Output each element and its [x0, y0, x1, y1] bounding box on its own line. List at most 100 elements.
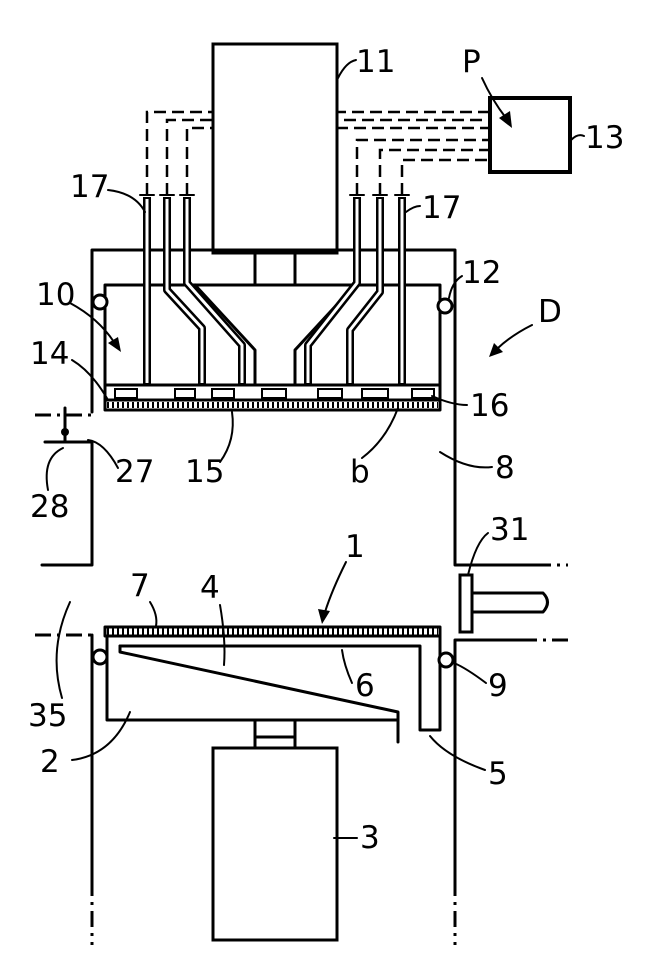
leader-7 — [149, 601, 158, 627]
reference-labels: 11 P 13 17 17 12 10 D 14 16 15 b 8 27 28… — [28, 44, 624, 856]
upper-plate — [103, 398, 442, 412]
upper-unit-box — [211, 42, 339, 255]
gas-line-4 — [355, 138, 490, 195]
leader-6 — [341, 649, 353, 684]
leader-D — [497, 324, 533, 349]
gas-line-2 — [165, 118, 490, 195]
leader-15 — [219, 411, 234, 463]
gas-lines — [145, 110, 490, 195]
cell-3 — [211, 388, 235, 399]
label-7: 7 — [130, 568, 150, 604]
leader-12 — [448, 275, 463, 299]
leader-1 — [324, 561, 347, 613]
label-17-right: 17 — [422, 190, 461, 226]
pipe-c-bore — [185, 199, 244, 383]
label-28: 28 — [30, 489, 69, 525]
base-unit — [211, 718, 339, 942]
label-12: 12 — [462, 255, 501, 291]
holder-body — [105, 634, 400, 722]
arrow-10 — [108, 337, 121, 352]
gas-line-3 — [185, 126, 490, 195]
holder-inner-top — [118, 634, 442, 732]
leader-14 — [71, 359, 109, 401]
label-5: 5 — [488, 756, 508, 792]
leader-4 — [219, 604, 226, 666]
o-ring-upper-right — [436, 297, 454, 315]
leader-17-right — [405, 205, 421, 213]
arrow-P — [499, 111, 512, 128]
label-14: 14 — [30, 336, 69, 372]
pipe-b-bore — [165, 199, 204, 383]
leader-5 — [429, 735, 486, 771]
leader-28 — [45, 447, 64, 491]
label-16: 16 — [470, 388, 509, 424]
lower-holder — [91, 625, 455, 744]
leader-13 — [570, 134, 585, 141]
pipe-e-bore — [348, 199, 382, 383]
pipe-d-bore — [306, 199, 359, 383]
label-6: 6 — [355, 668, 375, 704]
label-8: 8 — [495, 450, 515, 486]
side-port-flange — [458, 573, 474, 634]
lower-right-wall — [453, 638, 532, 882]
upper-plate-outline — [103, 398, 442, 412]
gas-line-5 — [378, 148, 490, 195]
upper-electrode — [91, 251, 454, 402]
cell-2 — [174, 388, 196, 399]
label-P: P — [462, 44, 481, 80]
label-35: 35 — [28, 698, 67, 734]
cell-6 — [361, 388, 389, 399]
label-11: 11 — [356, 44, 395, 80]
supply-box — [488, 96, 572, 174]
leader-27 — [87, 439, 119, 469]
o-ring-lower-right — [437, 651, 455, 669]
label-3: 3 — [360, 820, 380, 856]
lower-plate-outline — [103, 625, 442, 638]
label-4: 4 — [200, 570, 220, 606]
label-27: 27 — [115, 454, 154, 490]
cell-4 — [261, 388, 287, 399]
base-box — [211, 746, 339, 942]
cell-5 — [317, 388, 343, 399]
label-10: 10 — [36, 277, 75, 313]
arrow-D — [489, 343, 503, 357]
leader-11 — [337, 59, 357, 79]
leader-b — [361, 407, 399, 459]
cell-1 — [114, 388, 138, 399]
funnel-left — [193, 283, 257, 387]
arrow-1 — [318, 609, 330, 624]
label-1: 1 — [345, 529, 365, 565]
label-b: b — [350, 454, 370, 490]
side-port-31 — [458, 573, 549, 634]
o-ring-upper-left — [91, 293, 109, 311]
label-2: 2 — [40, 744, 60, 780]
leader-2 — [71, 711, 131, 761]
label-9: 9 — [488, 668, 508, 704]
leader-31 — [467, 532, 489, 576]
leader-lines — [45, 59, 585, 839]
left-port-pipe — [61, 406, 69, 444]
leader-35 — [55, 601, 71, 699]
leader-10 — [69, 302, 115, 343]
leader-P — [481, 77, 507, 119]
label-31: 31 — [490, 512, 529, 548]
pipes — [139, 194, 410, 385]
leader-9 — [453, 662, 487, 684]
distribution-row — [103, 383, 442, 399]
upper-inner-frame — [103, 283, 442, 402]
left-port-wall — [40, 440, 94, 567]
label-15: 15 — [185, 454, 224, 490]
port-valve-dot — [61, 428, 69, 436]
gas-line-6 — [400, 158, 490, 195]
label-17-left: 17 — [70, 169, 109, 205]
gas-line-1 — [145, 110, 490, 195]
o-ring-lower-left — [91, 648, 109, 666]
leader-8 — [439, 451, 493, 469]
holder-wedge — [118, 644, 400, 744]
base-neck — [253, 718, 297, 750]
side-port-tube — [470, 591, 549, 614]
leader-17-left — [107, 189, 146, 213]
cell-7 — [411, 388, 435, 399]
leader-16 — [431, 395, 468, 406]
